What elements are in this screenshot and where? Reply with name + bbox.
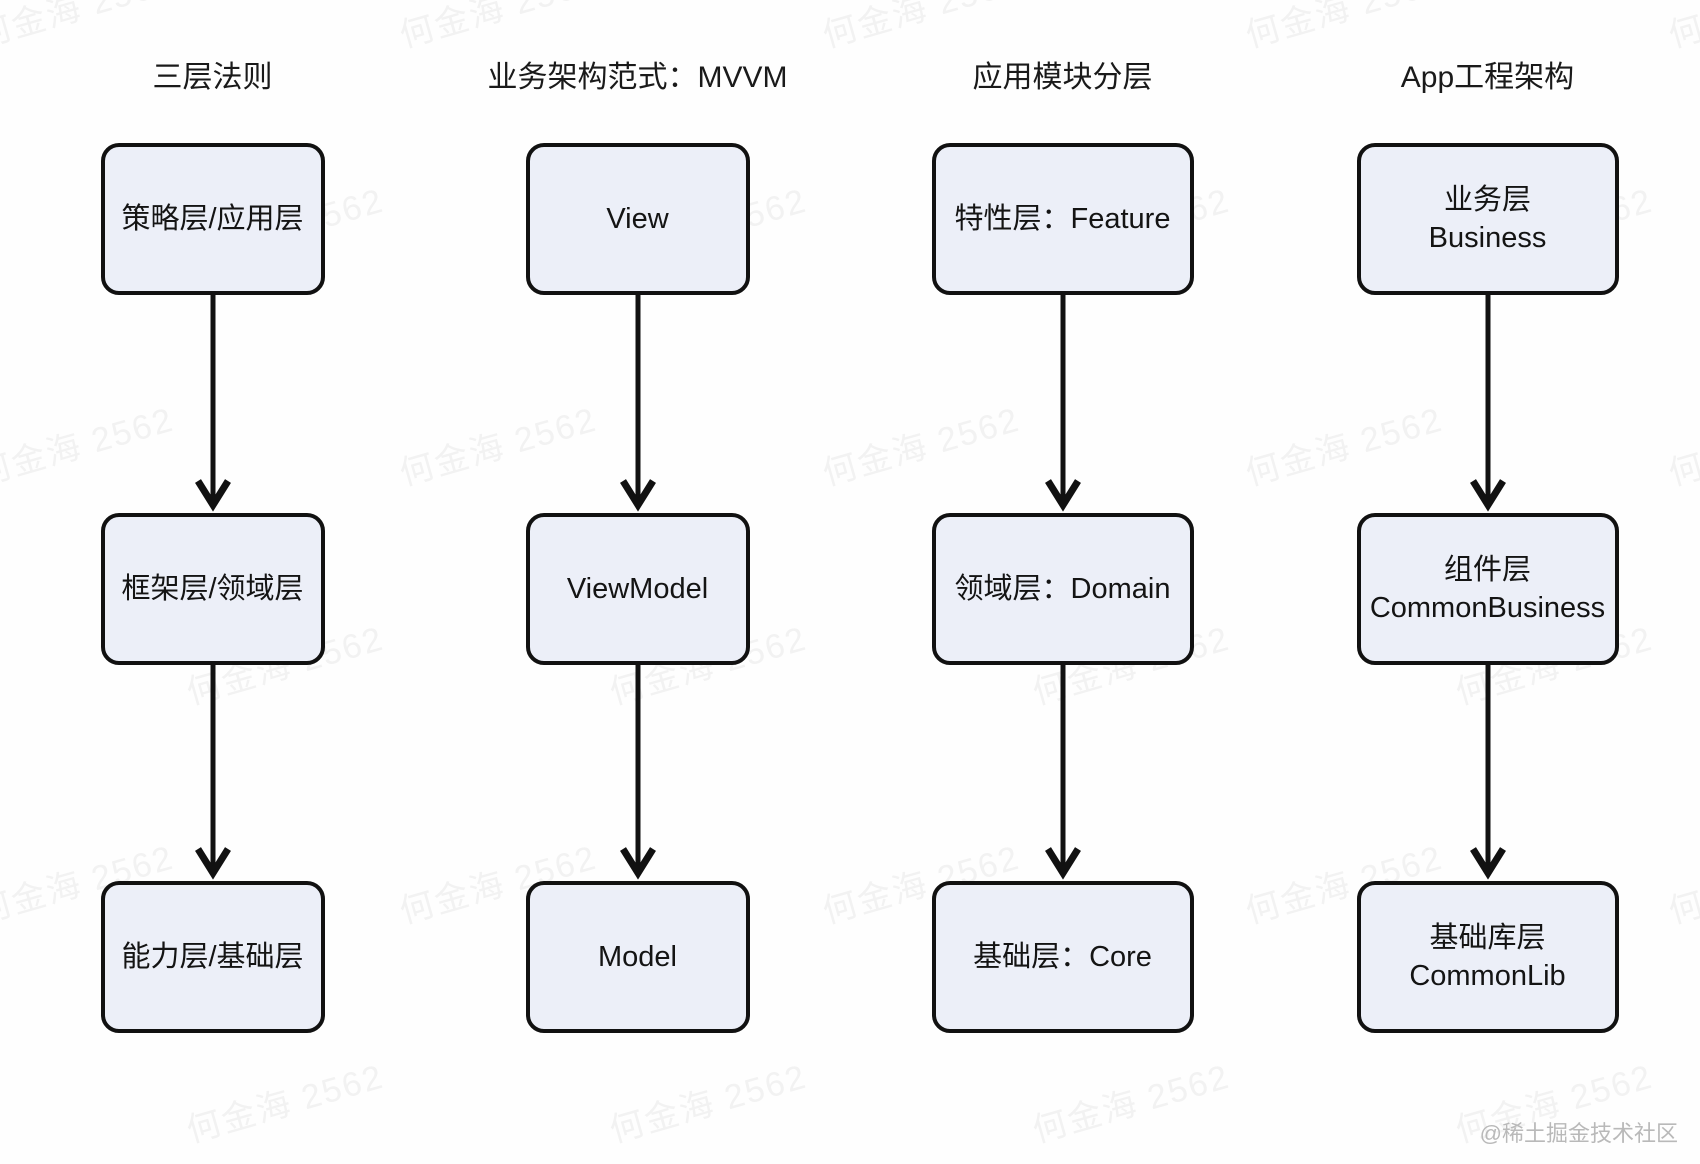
arrow-c3-2 — [1044, 665, 1081, 880]
node-c3-r2[interactable]: 领域层：Domain — [931, 513, 1194, 665]
node-label-line1: 业务层 — [1443, 183, 1531, 216]
node-label: 领域层：Domain — [954, 572, 1171, 605]
node-c2-r3[interactable]: Model — [525, 881, 750, 1033]
arrow-c4-2 — [1469, 665, 1506, 880]
node-label-line1: 组件层 — [1443, 553, 1531, 586]
arrow-c3-1 — [1044, 295, 1081, 512]
node-label: ViewModel — [566, 572, 709, 605]
node-c3-r3[interactable]: 基础层：Core — [931, 881, 1194, 1033]
column-title-2: 业务架构范式：MVVM — [487, 61, 788, 94]
node-c1-r1[interactable]: 策略层/应用层 — [100, 143, 325, 295]
diagram-column-4: App工程架构 业务层 Business 组件层 CommonBusiness — [1275, 0, 1700, 1164]
node-c3-r1[interactable]: 特性层：Feature — [931, 143, 1194, 295]
diagram-column-1: 三层法则 策略层/应用层 框架层/领域层 能力层/基础层 — [0, 0, 425, 1164]
column-title-3: 应用模块分层 — [972, 61, 1153, 94]
node-label: 基础层：Core — [973, 940, 1152, 973]
node-label: Model — [598, 940, 677, 973]
diagram-column-2: 业务架构范式：MVVM View ViewModel Model — [425, 0, 850, 1164]
node-c4-r2[interactable]: 组件层 CommonBusiness — [1356, 513, 1619, 665]
arrow-c2-1 — [619, 295, 656, 512]
arrow-c1-1 — [194, 295, 231, 512]
node-label: View — [606, 202, 669, 235]
node-c1-r2[interactable]: 框架层/领域层 — [100, 513, 325, 665]
diagram-column-3: 应用模块分层 特性层：Feature 领域层：Domain 基础层：Core — [850, 0, 1275, 1164]
column-title-4: App工程架构 — [1400, 61, 1575, 94]
node-label-line2: CommonBusiness — [1369, 592, 1606, 624]
node-label-line1: 基础库层 — [1429, 921, 1546, 954]
node-label-line2: CommonLib — [1409, 960, 1566, 992]
node-label: 策略层/应用层 — [121, 202, 304, 235]
attribution-credit: @稀土掘金技术社区 — [1479, 1121, 1678, 1146]
node-label: 框架层/领域层 — [121, 572, 304, 605]
arrow-c2-2 — [619, 665, 656, 880]
arrow-c4-1 — [1469, 295, 1506, 512]
arrow-c1-2 — [194, 665, 231, 880]
node-label: 特性层：Feature — [954, 202, 1171, 235]
node-label-line2: Business — [1428, 222, 1547, 254]
node-c2-r1[interactable]: View — [525, 143, 750, 295]
node-c4-r3[interactable]: 基础库层 CommonLib — [1356, 881, 1619, 1033]
column-title-1: 三层法则 — [152, 61, 273, 94]
node-c4-r1[interactable]: 业务层 Business — [1356, 143, 1619, 295]
node-c1-r3[interactable]: 能力层/基础层 — [100, 881, 325, 1033]
node-label: 能力层/基础层 — [121, 940, 304, 973]
node-c2-r2[interactable]: ViewModel — [525, 513, 750, 665]
